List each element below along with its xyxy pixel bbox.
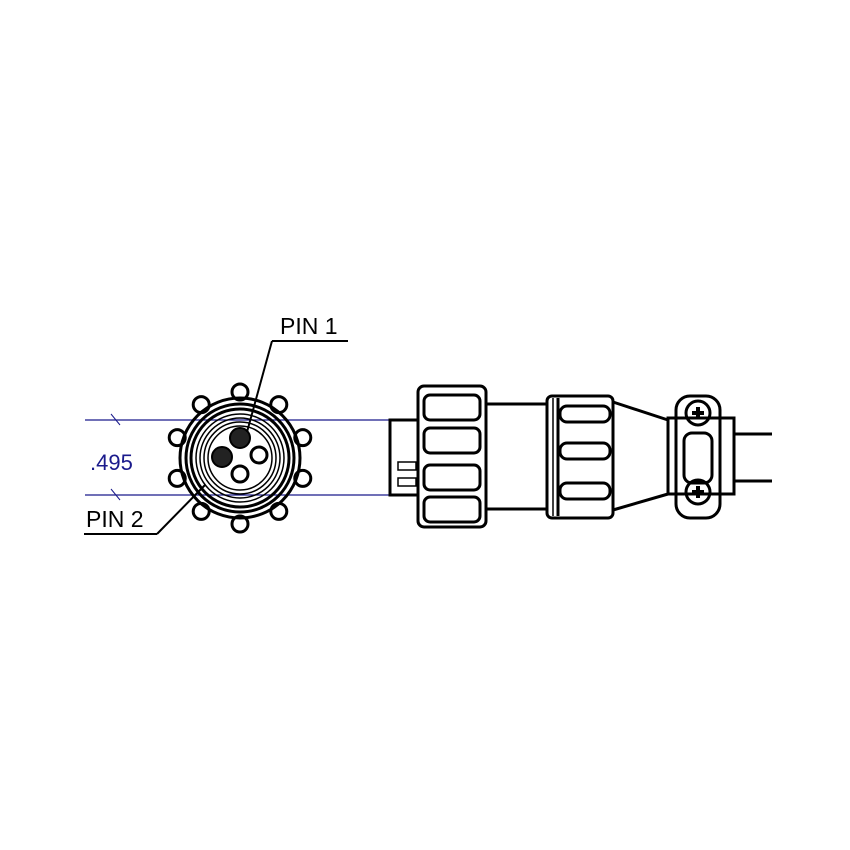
- pin-1-callout: PIN 1: [246, 313, 348, 433]
- clamp-bar: [674, 394, 722, 520]
- connector-side-view: [388, 384, 772, 529]
- knurl-bump: [230, 382, 250, 402]
- pin-2-callout: PIN 2: [84, 484, 206, 535]
- front-insert: [388, 418, 420, 497]
- screw-top-icon: [684, 399, 712, 427]
- pin-4-contact: [230, 464, 250, 484]
- knurl-bump: [230, 514, 250, 534]
- connector-front-view: [167, 382, 313, 534]
- knurl-bump: [191, 501, 211, 521]
- knurl-bump: [191, 395, 211, 415]
- coupling-nut: [416, 384, 488, 529]
- pin-3-contact: [249, 445, 269, 465]
- pin-1-contact: [229, 427, 251, 449]
- dimension-tick-top: [110, 413, 121, 426]
- pin-2-contact: [211, 446, 233, 468]
- dimension-value: .495: [90, 450, 133, 475]
- knurl-bump: [269, 395, 289, 415]
- dimension-tick-bottom: [110, 488, 121, 501]
- pin-1-label: PIN 1: [280, 313, 338, 339]
- knurl-bump: [269, 501, 289, 521]
- pin-2-label: PIN 2: [86, 506, 144, 532]
- rear-nut: [545, 394, 615, 520]
- dimension-495: .495: [85, 413, 400, 501]
- screw-bottom-icon: [684, 478, 712, 506]
